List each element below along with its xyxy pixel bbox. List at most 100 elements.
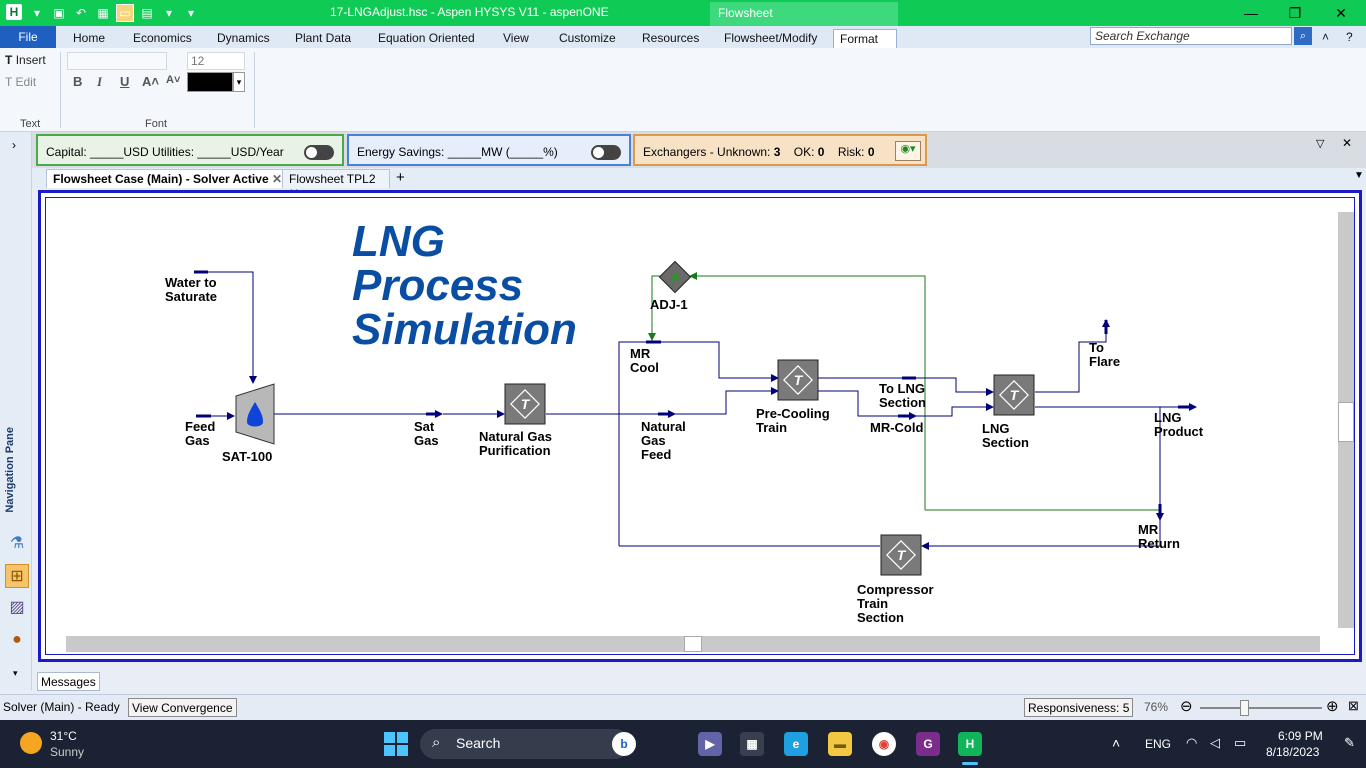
- precooling-train-unit[interactable]: [777, 359, 819, 401]
- tab-flowsheet-tpl2[interactable]: Flowsheet TPL2 ✕: [282, 169, 390, 200]
- tab-view[interactable]: View: [503, 31, 529, 45]
- zoom-in-icon[interactable]: ⊕: [1326, 698, 1339, 715]
- ng-purification-label[interactable]: Natural Gas Purification: [479, 429, 552, 458]
- safety-analysis-icon[interactable]: ▨: [9, 599, 25, 616]
- adj1-unit[interactable]: [658, 260, 692, 294]
- mr-cool-label[interactable]: MR Cool: [630, 346, 659, 375]
- navigation-pane-label[interactable]: Navigation Pane: [4, 427, 16, 513]
- taskbar-search-box[interactable]: ⌕ Search: [420, 729, 630, 759]
- undo-icon[interactable]: ↶: [75, 6, 87, 20]
- dropdown-icon[interactable]: ▾: [165, 6, 173, 20]
- close-icon[interactable]: ✕: [271, 172, 283, 186]
- store-icon[interactable]: ▦: [740, 732, 764, 756]
- add-tab-icon[interactable]: +: [396, 169, 405, 186]
- tab-flowsheet-modify[interactable]: Flowsheet/Modify: [724, 31, 818, 45]
- energy-analysis-icon[interactable]: ●: [12, 631, 22, 648]
- lng-product-label[interactable]: LNG Product: [1154, 410, 1204, 439]
- tab-flowsheet-main[interactable]: Flowsheet Case (Main) - Solver Active ✕: [46, 169, 290, 188]
- close-button[interactable]: ✕: [1335, 5, 1347, 21]
- notification-icon[interactable]: ✎: [1344, 735, 1355, 750]
- water-stream[interactable]: [194, 271, 257, 384]
- horizontal-scroll-thumb[interactable]: [684, 636, 702, 652]
- compressor-train-unit[interactable]: [880, 534, 922, 576]
- mr-return-stream[interactable]: [921, 520, 1161, 550]
- capital-toggle[interactable]: [304, 145, 334, 160]
- file-explorer-icon[interactable]: ▬: [828, 732, 852, 756]
- feed-gas-label[interactable]: Feed Gas: [185, 419, 216, 448]
- flowsheet-canvas[interactable]: A T T T T LNG: [45, 197, 1355, 655]
- tab-customize[interactable]: Customize: [559, 31, 616, 45]
- vertical-scroll-thumb[interactable]: [1338, 402, 1354, 442]
- ribbon-collapse-icon[interactable]: ˄: [1322, 30, 1330, 44]
- properties-flask-icon[interactable]: ⚗: [9, 535, 25, 552]
- vertical-scrollbar[interactable]: [1338, 212, 1354, 628]
- tab-equation-oriented[interactable]: Equation Oriented: [378, 31, 475, 45]
- close-icon[interactable]: ✕: [1342, 136, 1353, 150]
- clock-date[interactable]: 8/18/2023: [1266, 745, 1320, 759]
- chevron-down-icon[interactable]: ▾: [233, 72, 245, 92]
- windows-start-icon[interactable]: [384, 732, 408, 756]
- to-lng-section-label[interactable]: To LNG Section: [879, 381, 926, 410]
- messages-tab[interactable]: Messages: [37, 672, 100, 691]
- workbook-icon[interactable]: ▦: [97, 6, 109, 20]
- mr-cool-stream[interactable]: [618, 341, 779, 546]
- search-exchange-input[interactable]: Search Exchange: [1090, 27, 1292, 45]
- mr-return-label[interactable]: MR Return: [1138, 522, 1180, 551]
- weather-desc[interactable]: Sunny: [50, 745, 85, 759]
- sat100-unit[interactable]: [235, 383, 275, 445]
- horizontal-scrollbar[interactable]: [66, 636, 1320, 652]
- flowsheet-diagram[interactable]: A T T T T: [46, 198, 1355, 655]
- search-icon[interactable]: ⌕: [1294, 27, 1312, 45]
- zoom-out-icon[interactable]: ⊖: [1180, 698, 1193, 715]
- fit-to-window-icon[interactable]: ⊠: [1348, 698, 1359, 713]
- tab-file[interactable]: File: [0, 26, 56, 48]
- chevron-up-icon[interactable]: ˄: [1112, 735, 1121, 751]
- hysys-taskbar-icon[interactable]: H: [958, 732, 982, 756]
- to-flare-label[interactable]: To Flare: [1089, 340, 1121, 369]
- language-indicator[interactable]: ENG: [1145, 737, 1172, 751]
- battery-icon[interactable]: ▭: [1234, 735, 1247, 750]
- adj1-label[interactable]: ADJ-1: [650, 297, 688, 312]
- volume-icon[interactable]: ◁: [1210, 735, 1220, 750]
- mr-cold-label[interactable]: MR-Cold: [870, 420, 924, 435]
- lng-section-label[interactable]: LNG Section: [982, 421, 1029, 450]
- edit-text-button[interactable]: T Edit: [5, 75, 36, 89]
- tab-plant-data[interactable]: Plant Data: [295, 31, 352, 45]
- open-folder-icon[interactable]: ▤: [141, 6, 153, 20]
- maximize-button[interactable]: ❐: [1288, 5, 1302, 21]
- sun-weather-icon[interactable]: [20, 732, 42, 754]
- sat-gas-label[interactable]: Sat Gas: [414, 419, 439, 448]
- font-color-swatch[interactable]: [187, 72, 233, 92]
- wifi-icon[interactable]: ◠: [1186, 735, 1198, 750]
- hysys-app-icon[interactable]: H: [6, 4, 22, 20]
- font-family-select[interactable]: [67, 52, 167, 70]
- grow-font-button[interactable]: A˄: [142, 74, 159, 89]
- italic-button[interactable]: I: [97, 74, 103, 89]
- tab-format[interactable]: Format: [833, 29, 897, 48]
- pdf-app-icon[interactable]: G: [916, 732, 940, 756]
- expand-nav-icon[interactable]: ›: [12, 138, 16, 152]
- chevron-down-icon[interactable]: ▼: [1354, 170, 1364, 181]
- simulation-flowsheet-icon[interactable]: ⊞: [5, 564, 29, 588]
- help-icon[interactable]: ?: [1346, 30, 1353, 44]
- teams-icon[interactable]: ▶: [698, 732, 722, 756]
- exchanger-status-icon[interactable]: ◉▾: [895, 141, 921, 161]
- bold-button[interactable]: B: [73, 74, 83, 89]
- customize-toolbar-icon[interactable]: ▾: [187, 6, 195, 20]
- clock-time[interactable]: 6:09 PM: [1278, 729, 1323, 743]
- dropdown-icon[interactable]: ▾: [33, 6, 41, 20]
- save-icon[interactable]: ▣: [53, 6, 65, 20]
- chevron-down-icon[interactable]: ▽: [1316, 138, 1325, 150]
- water-to-saturate-label[interactable]: Water to Saturate: [165, 275, 218, 304]
- tab-economics[interactable]: Economics: [133, 31, 192, 45]
- tab-resources[interactable]: Resources: [642, 31, 700, 45]
- mr-cold-stream[interactable]: [818, 390, 917, 420]
- ng-feed-label[interactable]: Natural Gas Feed: [641, 419, 686, 462]
- tab-home[interactable]: Home: [73, 31, 106, 45]
- notes-icon[interactable]: ▭: [116, 4, 134, 22]
- chevron-down-icon[interactable]: ▾: [13, 668, 18, 678]
- zoom-slider-track[interactable]: [1200, 707, 1322, 709]
- energy-toggle[interactable]: [591, 145, 621, 160]
- precooling-label[interactable]: Pre-Cooling Train: [756, 406, 830, 435]
- to-flare-stream[interactable]: [1035, 319, 1110, 393]
